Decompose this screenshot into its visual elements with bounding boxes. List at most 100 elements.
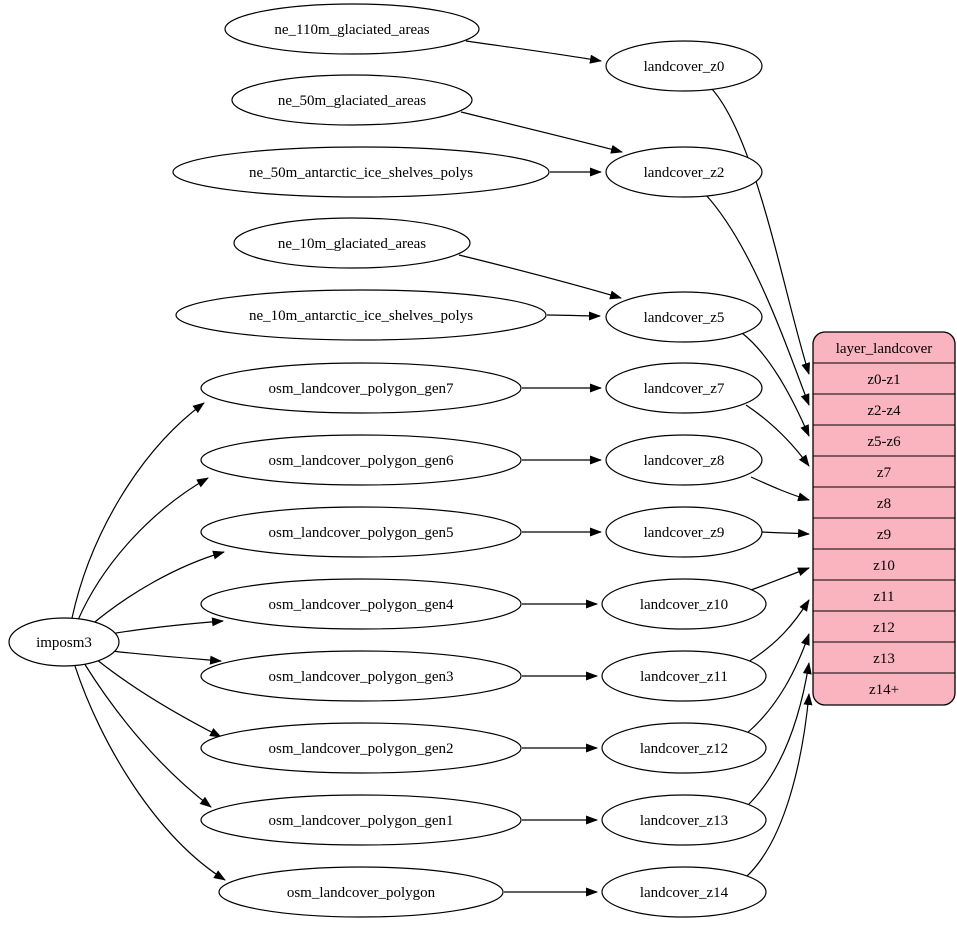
record-row-z10: z10 [873, 558, 895, 574]
node-ne_110m_glaciated_areas: ne_110m_glaciated_areas [224, 3, 480, 55]
edge-landcover_z14-to-layer_landcover-z14plus [745, 693, 813, 878]
node-osm_landcover_polygon_gen2-ellipse [200, 722, 522, 774]
node-landcover_z0-label: landcover_z0 [644, 59, 725, 75]
edge-landcover_z0-to-layer_landcover-z0-z1 [711, 88, 810, 375]
record-layer_landcover: layer_landcover z0-z1 z2-z4 z5-z6 z7 z8 … [812, 331, 956, 706]
node-landcover_z14-label: landcover_z14 [640, 885, 729, 901]
node-landcover_z11: landcover_z11 [601, 650, 767, 702]
record-row-z8: z8 [877, 496, 891, 512]
node-ne_10m_antarctic_ice_shelves_polys: ne_10m_antarctic_ice_shelves_polys [175, 289, 547, 341]
record-row-z11: z11 [873, 589, 894, 605]
node-osm_landcover_polygon_gen4: osm_landcover_polygon_gen4 [200, 578, 522, 630]
node-osm_landcover_polygon_gen4-ellipse [200, 578, 522, 630]
node-landcover_z7-label: landcover_z7 [644, 381, 725, 397]
node-ne_50m_glaciated_areas: ne_50m_glaciated_areas [231, 74, 473, 126]
node-osm_landcover_polygon_gen2-label: osm_landcover_polygon_gen2 [269, 741, 454, 757]
edge-landcover_z11-to-layer_landcover-z11 [747, 599, 810, 663]
node-landcover_z7-ellipse [605, 362, 763, 414]
edge-landcover_z7-to-layer_landcover-z7 [745, 404, 810, 467]
edge-imposm3-to-osm_landcover_polygon_gen4 [109, 617, 224, 635]
node-osm_landcover_polygon_gen1-label: osm_landcover_polygon_gen1 [269, 813, 454, 829]
edge-imposm3-to-osm_landcover_polygon_gen7 [71, 402, 205, 619]
node-osm_landcover_polygon-label: osm_landcover_polygon [287, 885, 436, 901]
edge-landcover_z10-to-layer_landcover-z10 [750, 567, 810, 591]
node-landcover_z10-label: landcover_z10 [640, 597, 728, 613]
node-landcover_z14-ellipse [601, 866, 767, 918]
record-row-z7: z7 [877, 465, 892, 481]
node-osm_landcover_polygon_gen5-ellipse [200, 506, 522, 558]
node-landcover_z5: landcover_z5 [605, 291, 763, 343]
node-osm_landcover_polygon_gen3-label: osm_landcover_polygon_gen3 [269, 669, 454, 685]
node-osm_landcover_polygon_gen6-ellipse [200, 434, 522, 486]
node-landcover_z2: landcover_z2 [605, 146, 763, 198]
node-osm_landcover_polygon_gen4-label: osm_landcover_polygon_gen4 [269, 597, 454, 613]
node-ne_110m_glaciated_areas-ellipse [224, 3, 480, 55]
node-osm_landcover_polygon_gen7-label: osm_landcover_polygon_gen7 [269, 381, 454, 397]
node-osm_landcover_polygon_gen5-label: osm_landcover_polygon_gen5 [269, 525, 454, 541]
node-osm_landcover_polygon_gen6-label: osm_landcover_polygon_gen6 [269, 453, 454, 469]
node-osm_landcover_polygon_gen1-ellipse [200, 794, 522, 846]
edge-imposm3-to-osm_landcover_polygon_gen6 [77, 477, 209, 621]
node-landcover_z8-label: landcover_z8 [644, 453, 725, 469]
edge-landcover_z9-to-layer_landcover-z9 [761, 528, 810, 538]
node-ne_10m_glaciated_areas-ellipse [233, 217, 471, 269]
node-landcover_z7: landcover_z7 [605, 362, 763, 414]
node-landcover_z10-ellipse [601, 578, 767, 630]
node-osm_landcover_polygon_gen7-ellipse [200, 362, 522, 414]
node-ne_10m_glaciated_areas: ne_10m_glaciated_areas [233, 217, 471, 269]
node-landcover_z2-ellipse [605, 146, 763, 198]
node-landcover_z5-ellipse [605, 291, 763, 343]
record-row-z5-z6: z5-z6 [867, 434, 901, 450]
edge-imposm3-to-osm_landcover_polygon_gen3 [110, 650, 222, 665]
node-landcover_z14: landcover_z14 [601, 866, 767, 918]
node-osm_landcover_polygon_gen3: osm_landcover_polygon_gen3 [200, 650, 522, 702]
node-imposm3-label: imposm3 [36, 635, 92, 651]
node-landcover_z12-ellipse [601, 722, 767, 774]
record-row-z12: z12 [873, 620, 895, 636]
node-landcover_z11-ellipse [601, 650, 767, 702]
edge-landcover_z13-to-layer_landcover-z13 [746, 662, 812, 807]
node-landcover_z12: landcover_z12 [601, 722, 767, 774]
node-ne_110m_glaciated_areas-label: ne_110m_glaciated_areas [274, 22, 429, 38]
edge-ne_10m_glaciated_areas-to-landcover_z5 [458, 254, 622, 300]
record-row-z0-z1: z0-z1 [867, 372, 900, 388]
node-osm_landcover_polygon-ellipse [218, 866, 504, 918]
node-landcover_z9-ellipse [605, 506, 763, 558]
node-landcover_z2-label: landcover_z2 [644, 165, 725, 181]
node-landcover_z11-label: landcover_z11 [640, 669, 728, 685]
node-landcover_z9-label: landcover_z9 [644, 525, 725, 541]
edges [71, 40, 813, 897]
edge-ne_50m_glaciated_areas-to-landcover_z2 [460, 111, 623, 154]
node-landcover_z8-ellipse [605, 434, 763, 486]
edge-imposm3-to-osm_landcover_polygon [74, 665, 226, 881]
edge-landcover_z12-to-layer_landcover-z12 [745, 633, 810, 735]
node-landcover_z5-label: landcover_z5 [644, 310, 725, 326]
node-landcover_z13: landcover_z13 [601, 794, 767, 846]
record-row-z14plus: z14+ [869, 682, 899, 698]
node-landcover_z8: landcover_z8 [605, 434, 763, 486]
record-row-z13: z13 [873, 651, 895, 667]
node-ne_50m_antarctic_ice_shelves_polys: ne_50m_antarctic_ice_shelves_polys [172, 146, 550, 198]
node-osm_landcover_polygon_gen7: osm_landcover_polygon_gen7 [200, 362, 522, 414]
node-ne_50m_antarctic_ice_shelves_polys-label: ne_50m_antarctic_ice_shelves_polys [249, 165, 473, 181]
node-osm_landcover_polygon_gen2: osm_landcover_polygon_gen2 [200, 722, 522, 774]
node-osm_landcover_polygon: osm_landcover_polygon [218, 866, 504, 918]
edge-landcover_z5-to-layer_landcover-z5-z6 [741, 332, 810, 437]
node-ne_10m_glaciated_areas-label: ne_10m_glaciated_areas [278, 236, 426, 252]
node-landcover_z0: landcover_z0 [605, 40, 763, 92]
record-row-z2-z4: z2-z4 [867, 403, 901, 419]
edge-ne_110m_glaciated_areas-to-landcover_z0 [465, 40, 602, 64]
node-osm_landcover_polygon_gen6: osm_landcover_polygon_gen6 [200, 434, 522, 486]
edge-landcover_z2-to-layer_landcover-z2-z4 [705, 194, 810, 406]
node-landcover_z0-ellipse [605, 40, 763, 92]
node-ne_50m_glaciated_areas-label: ne_50m_glaciated_areas [278, 93, 426, 109]
node-imposm3-ellipse [8, 617, 120, 667]
edge-imposm3-to-osm_landcover_polygon_gen5 [89, 550, 225, 627]
node-ne_50m_glaciated_areas-ellipse [231, 74, 473, 126]
node-landcover_z10: landcover_z10 [601, 578, 767, 630]
record-row-z9: z9 [877, 527, 891, 543]
node-landcover_z13-ellipse [601, 794, 767, 846]
node-osm_landcover_polygon_gen5: osm_landcover_polygon_gen5 [200, 506, 522, 558]
